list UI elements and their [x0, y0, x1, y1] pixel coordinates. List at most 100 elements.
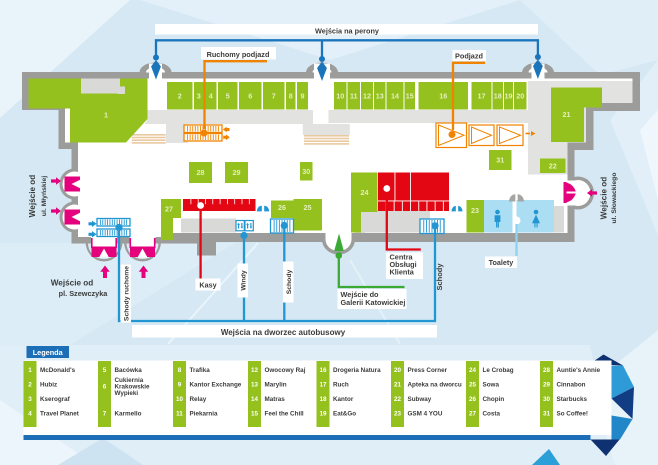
svg-text:Legenda: Legenda	[33, 348, 64, 357]
svg-text:Chopin: Chopin	[483, 396, 505, 403]
svg-text:27: 27	[165, 205, 173, 214]
svg-text:Kantor Exchange: Kantor Exchange	[190, 382, 242, 389]
svg-text:22: 22	[549, 161, 557, 170]
svg-text:Kserograf: Kserograf	[40, 396, 71, 403]
svg-text:Feel the Chill: Feel the Chill	[265, 411, 304, 418]
svg-text:Schody: Schody	[435, 263, 444, 291]
svg-text:25: 25	[304, 203, 312, 212]
svg-text:1: 1	[104, 111, 108, 120]
svg-text:Ruch: Ruch	[333, 382, 349, 389]
svg-text:Windy: Windy	[240, 270, 247, 291]
svg-text:26: 26	[469, 396, 477, 403]
svg-text:3: 3	[28, 396, 32, 403]
svg-text:9: 9	[178, 382, 182, 389]
svg-text:23: 23	[471, 206, 479, 215]
svg-text:21: 21	[394, 382, 402, 389]
svg-text:Bacówka: Bacówka	[115, 367, 143, 374]
svg-text:2: 2	[178, 91, 182, 100]
svg-text:Le Crobag: Le Crobag	[483, 367, 514, 374]
svg-text:Wejścia na perony: Wejścia na perony	[315, 26, 380, 35]
svg-text:7: 7	[272, 91, 276, 100]
svg-text:18: 18	[319, 396, 327, 403]
svg-text:3: 3	[197, 91, 201, 100]
svg-text:24: 24	[361, 188, 369, 197]
svg-text:8: 8	[289, 91, 293, 100]
svg-text:30: 30	[302, 167, 310, 176]
svg-text:30: 30	[543, 396, 551, 403]
svg-text:24: 24	[469, 367, 477, 374]
svg-text:17: 17	[319, 382, 327, 389]
svg-text:Kantor: Kantor	[333, 396, 354, 403]
svg-text:11: 11	[350, 91, 358, 100]
svg-text:5: 5	[103, 367, 107, 374]
svg-text:Press Corner: Press Corner	[408, 367, 448, 374]
svg-text:4: 4	[209, 91, 213, 100]
svg-text:Cinnabon: Cinnabon	[557, 382, 586, 389]
svg-text:Wejście od: Wejście od	[51, 279, 94, 288]
svg-text:28: 28	[197, 168, 205, 177]
svg-text:17: 17	[478, 91, 486, 100]
svg-text:27: 27	[469, 411, 477, 418]
svg-text:Wejście od: Wejście od	[28, 175, 37, 218]
svg-text:29: 29	[233, 168, 241, 177]
svg-text:Subway: Subway	[408, 396, 432, 403]
svg-text:Klienta: Klienta	[390, 268, 415, 277]
svg-text:18: 18	[494, 91, 502, 100]
svg-text:Toalety: Toalety	[489, 258, 514, 267]
svg-text:ul. Słowackiego: ul. Słowackiego	[611, 173, 618, 224]
svg-text:15: 15	[251, 411, 259, 418]
svg-text:Wypieki: Wypieki	[115, 390, 139, 397]
svg-text:Relay: Relay	[190, 396, 207, 403]
svg-text:10: 10	[176, 396, 184, 403]
svg-text:13: 13	[376, 91, 384, 100]
svg-text:Owocowy Raj: Owocowy Raj	[265, 367, 306, 374]
svg-text:Eat&Go: Eat&Go	[333, 411, 356, 418]
svg-text:6: 6	[248, 91, 252, 100]
svg-text:Kasy: Kasy	[199, 281, 216, 290]
svg-text:McDonald's: McDonald's	[40, 367, 76, 374]
svg-text:Drogeria Natura: Drogeria Natura	[333, 367, 381, 374]
svg-text:12: 12	[363, 91, 371, 100]
svg-text:Schody: Schody	[286, 270, 293, 295]
svg-text:ul. Młyńskiej: ul. Młyńskiej	[41, 176, 48, 217]
svg-text:Marylin: Marylin	[265, 382, 287, 389]
svg-text:23: 23	[394, 411, 402, 418]
svg-text:31: 31	[543, 411, 551, 418]
svg-text:Apteka na dworcu: Apteka na dworcu	[408, 382, 462, 389]
svg-text:28: 28	[543, 367, 551, 374]
svg-text:Karmello: Karmello	[115, 411, 142, 418]
svg-text:Sowa: Sowa	[483, 382, 500, 389]
svg-text:So Coffee!: So Coffee!	[557, 411, 589, 418]
svg-text:Wejścia na dworzec autobusowy: Wejścia na dworzec autobusowy	[221, 328, 346, 337]
svg-text:Trafika: Trafika	[190, 367, 211, 374]
svg-text:12: 12	[251, 367, 259, 374]
svg-text:Centra: Centra	[390, 253, 414, 262]
svg-text:Schody ruchome: Schody ruchome	[123, 266, 130, 321]
svg-text:2: 2	[28, 382, 32, 389]
svg-text:21: 21	[563, 110, 571, 119]
svg-text:4: 4	[28, 411, 32, 418]
svg-text:pl. Szewczyka: pl. Szewczyka	[59, 289, 109, 298]
svg-text:19: 19	[505, 91, 513, 100]
svg-text:7: 7	[103, 411, 107, 418]
svg-text:14: 14	[391, 91, 399, 100]
svg-text:6: 6	[103, 384, 107, 391]
svg-text:20: 20	[394, 367, 402, 374]
svg-text:25: 25	[469, 382, 477, 389]
svg-text:10: 10	[336, 91, 344, 100]
svg-text:13: 13	[251, 382, 259, 389]
svg-text:26: 26	[278, 203, 286, 212]
svg-text:Starbucks: Starbucks	[557, 396, 588, 403]
svg-text:19: 19	[319, 411, 327, 418]
svg-text:1: 1	[28, 367, 32, 374]
svg-text:Hubiz: Hubiz	[40, 382, 57, 389]
svg-text:Wejście do: Wejście do	[341, 290, 380, 299]
svg-text:Costa: Costa	[483, 411, 501, 418]
svg-text:Galerii Katowickiej: Galerii Katowickiej	[341, 298, 406, 307]
svg-text:31: 31	[496, 156, 504, 165]
svg-text:16: 16	[439, 91, 447, 100]
svg-text:GSM 4 YOU: GSM 4 YOU	[408, 411, 443, 418]
svg-text:Travel Planet: Travel Planet	[40, 411, 80, 418]
svg-text:Obsługi: Obsługi	[390, 260, 417, 269]
svg-text:Cukiernia: Cukiernia	[115, 377, 144, 384]
